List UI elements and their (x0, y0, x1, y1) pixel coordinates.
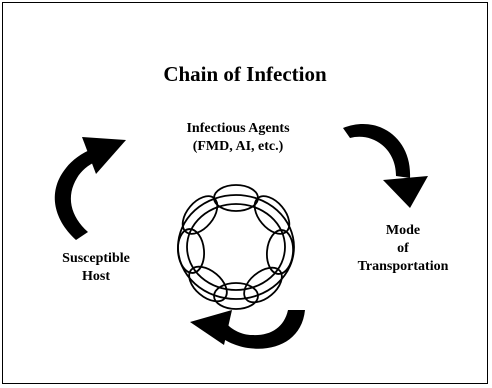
curved-arrow-icon (190, 310, 305, 349)
curved-arrow-icon (343, 124, 428, 208)
curved-arrow-icon (55, 137, 126, 240)
chain-links-icon (176, 185, 296, 309)
